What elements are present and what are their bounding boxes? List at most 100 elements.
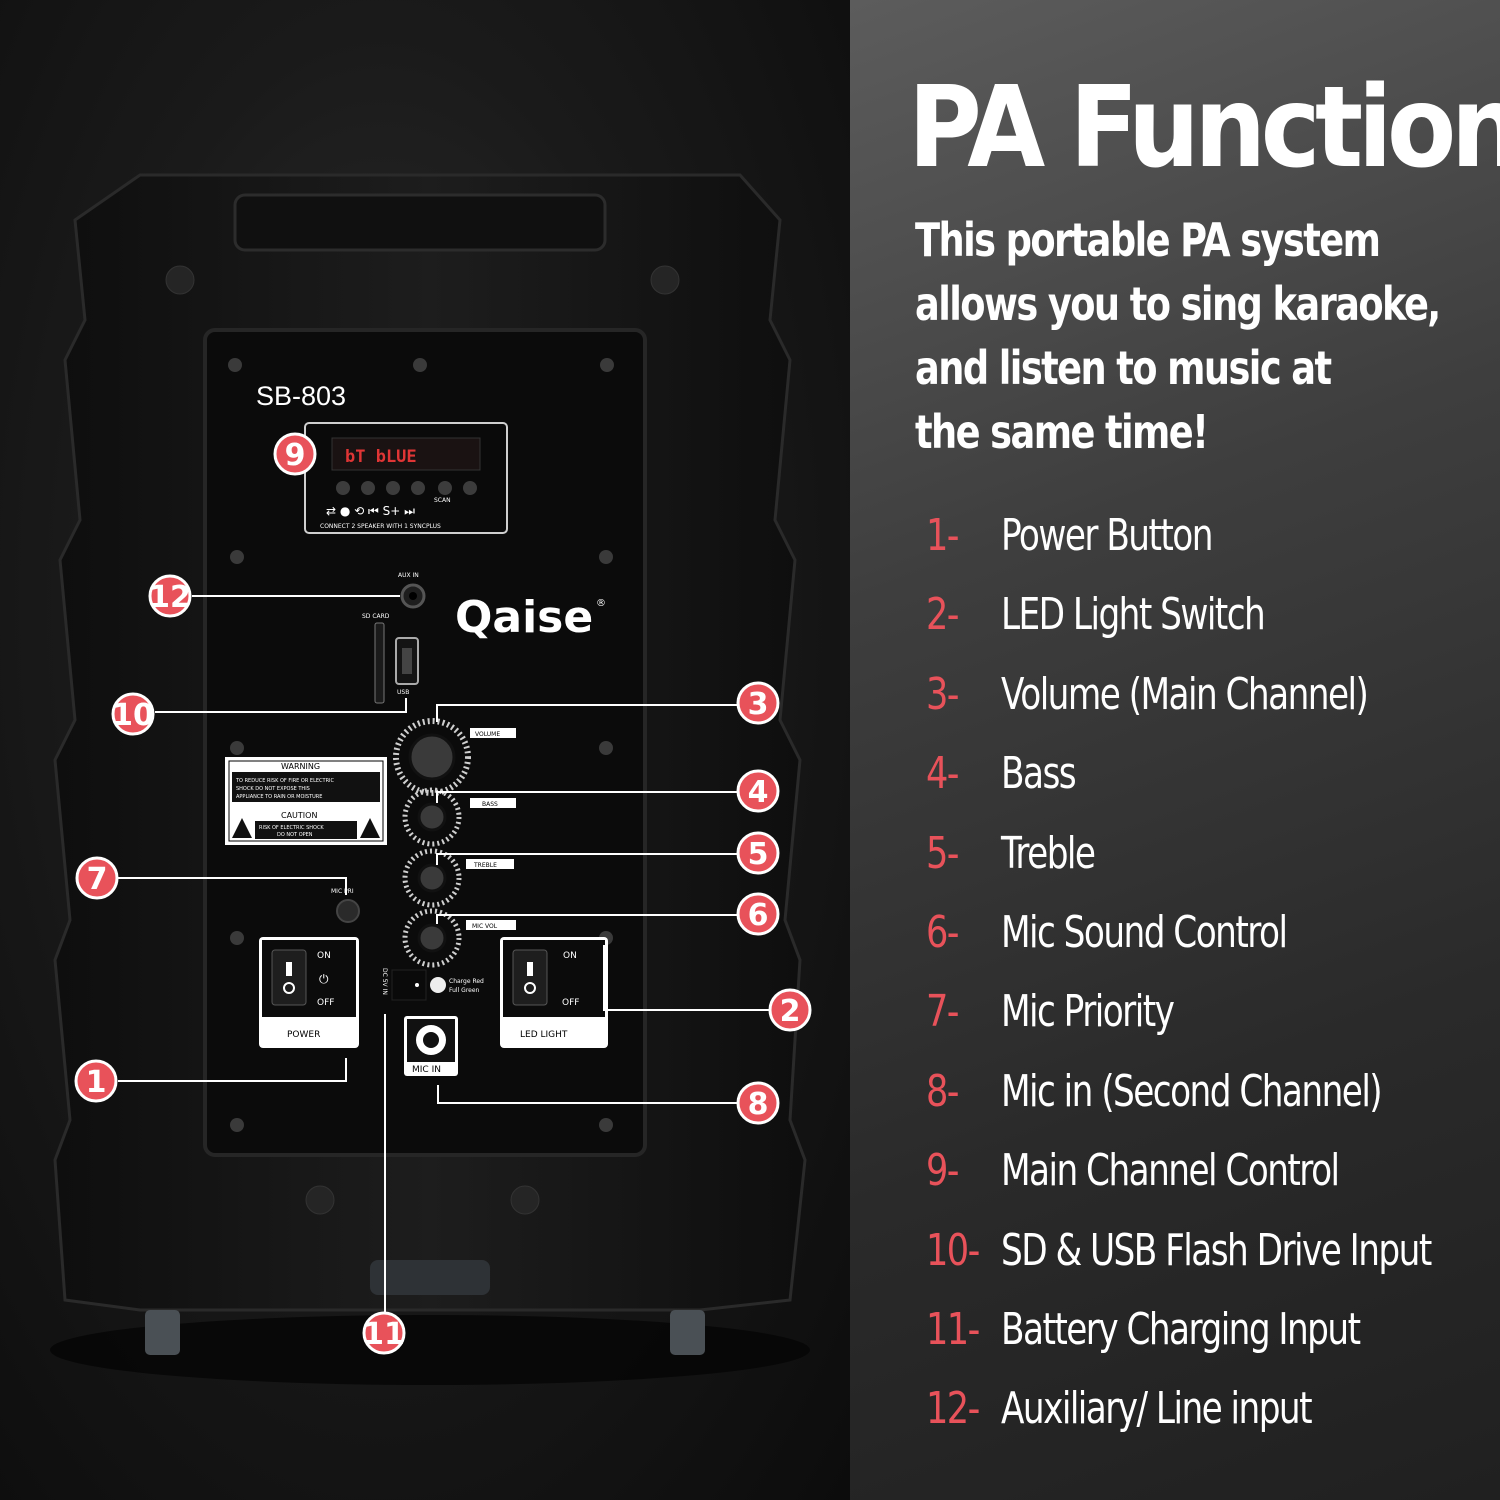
warning-label: WARNING TO REDUCE RISK OF FIRE OR ELECTR… [225, 757, 387, 845]
power-switch-off-mark [283, 982, 295, 994]
legend-item: 3-Volume (Main Channel) [926, 669, 1486, 748]
aux-in-label: AUX IN [398, 572, 419, 579]
led-off-label: OFF [562, 998, 579, 1008]
led-switch-off-mark [524, 982, 536, 994]
mic-vol-knob[interactable] [402, 908, 462, 968]
player-buttons[interactable] [336, 481, 477, 495]
legend-item: 7-Mic Priority [926, 986, 1486, 1065]
badge-7: 7 [75, 856, 119, 900]
power-off-label: OFF [317, 998, 334, 1008]
panel-screw [228, 358, 242, 372]
warning-line-2: SHOCK DO NOT EXPOSE THIS [236, 786, 310, 792]
power-on-label: ON [317, 951, 331, 961]
legend-label: SD & USB Flash Drive Input [1001, 1224, 1432, 1276]
volume-knob[interactable] [393, 718, 471, 796]
legend-label: LED Light Switch [1001, 589, 1266, 641]
legend-label: Treble [1001, 827, 1096, 879]
wheel [370, 1260, 490, 1295]
dc-in-label: DC 5V IN [381, 968, 388, 995]
badge-4: 4 [736, 769, 780, 813]
badge-6: 6 [736, 892, 780, 936]
intro-text: This portable PA system allows you to si… [915, 208, 1441, 464]
player-icons: ⇄ ● ⟲ ⏮ S+ ⏭ [326, 504, 415, 518]
svg-text:5: 5 [748, 837, 769, 872]
charge-red-label: Charge Red [449, 978, 484, 985]
connect-label: CONNECT 2 SPEAKER WITH 1 SYNCPLUS [320, 523, 441, 530]
charge-indicator [430, 977, 446, 993]
screw [650, 265, 680, 295]
power-switch-on-mark [286, 962, 292, 976]
mic-priority-button[interactable] [336, 899, 360, 923]
power-icon: ⏻ [319, 972, 329, 986]
svg-text:11: 11 [363, 1317, 405, 1352]
led-light-label: LED LIGHT [520, 1030, 568, 1040]
svg-text:7: 7 [87, 862, 108, 897]
floor-shadow [50, 1315, 810, 1385]
badge-2: 2 [768, 988, 812, 1032]
treble-label: TREBLE [473, 862, 497, 869]
left-warning-triangle-icon [232, 818, 252, 838]
power-switch[interactable] [271, 949, 307, 1006]
led-display [331, 437, 481, 471]
badge-11: 11 [362, 1311, 406, 1355]
caution-line-1: RISK OF ELECTRIC SHOCK [259, 825, 324, 831]
panel-screw [599, 550, 613, 564]
panel-screw [230, 931, 244, 945]
led-display-text: bT bLUE [345, 447, 417, 467]
legend-item: 8- Mic in (Second Channel) [926, 1066, 1486, 1145]
handle [233, 193, 607, 252]
legend-number: 3- [926, 668, 959, 720]
badge-9: 9 [273, 432, 317, 476]
warning-line-1: TO REDUCE RISK OF FIRE OR ELECTRIC [235, 778, 335, 784]
legend-number: 6- [926, 906, 959, 958]
bass-label: BASS [482, 801, 498, 808]
led-light-switch[interactable] [512, 949, 548, 1006]
left-foot [145, 1310, 180, 1355]
badge-10: 10 [111, 692, 155, 736]
dc-in-pin [415, 983, 419, 987]
badge-12: 12 [148, 574, 192, 618]
callout-10 [155, 698, 407, 713]
sd-card-slot[interactable] [374, 622, 385, 704]
legend-number: 8- [926, 1065, 959, 1117]
dc-in-port[interactable] [391, 969, 427, 1001]
bass-knob[interactable] [402, 787, 462, 847]
panel-screw [230, 550, 244, 564]
brand-logo: Qaise [455, 592, 593, 643]
sd-card-label: SD CARD [362, 613, 390, 620]
intro-line: This portable PA system [915, 213, 1381, 267]
legend-item: 5- Treble [926, 828, 1486, 907]
legend-item: 9-Main Channel Control [926, 1145, 1486, 1224]
treble-knob[interactable] [402, 848, 462, 908]
callout-4 [436, 791, 738, 803]
panel-screw [599, 1118, 613, 1132]
callout-8 [437, 1085, 738, 1104]
legend-number: 2- [926, 589, 959, 641]
legend-number: 5- [926, 827, 959, 879]
screw [305, 1185, 335, 1215]
legend-label: Mic in (Second Channel) [1001, 1065, 1383, 1117]
legend-label: Auxiliary/ Line input [1001, 1383, 1313, 1435]
volume-label: VOLUME [475, 731, 500, 738]
warning-line-3: APPLIANCE TO RAIN OR MOISTURE [236, 794, 322, 800]
led-switch-on-mark [527, 962, 533, 976]
callout-7 [118, 877, 347, 895]
power-label: POWER [287, 1030, 320, 1040]
aux-in-hole [409, 592, 417, 600]
legend-label: Bass [1001, 748, 1077, 800]
screw [165, 265, 195, 295]
badge-8: 8 [736, 1081, 780, 1125]
model-label: SB-803 [256, 381, 346, 411]
legend-label: Main Channel Control [1001, 1145, 1340, 1197]
callout-6 [436, 914, 738, 924]
svg-text:6: 6 [748, 898, 769, 933]
svg-text:4: 4 [748, 775, 769, 810]
caution-title: CAUTION [281, 811, 317, 820]
usb-label: USB [397, 689, 409, 696]
intro-line: and listen to music at [915, 341, 1332, 395]
panel-screw [230, 741, 244, 755]
screw [510, 1185, 540, 1215]
legend-number: 1- [926, 510, 959, 561]
legend-label: Battery Charging Input [1001, 1303, 1361, 1355]
intro-line: the same time! [915, 405, 1209, 459]
